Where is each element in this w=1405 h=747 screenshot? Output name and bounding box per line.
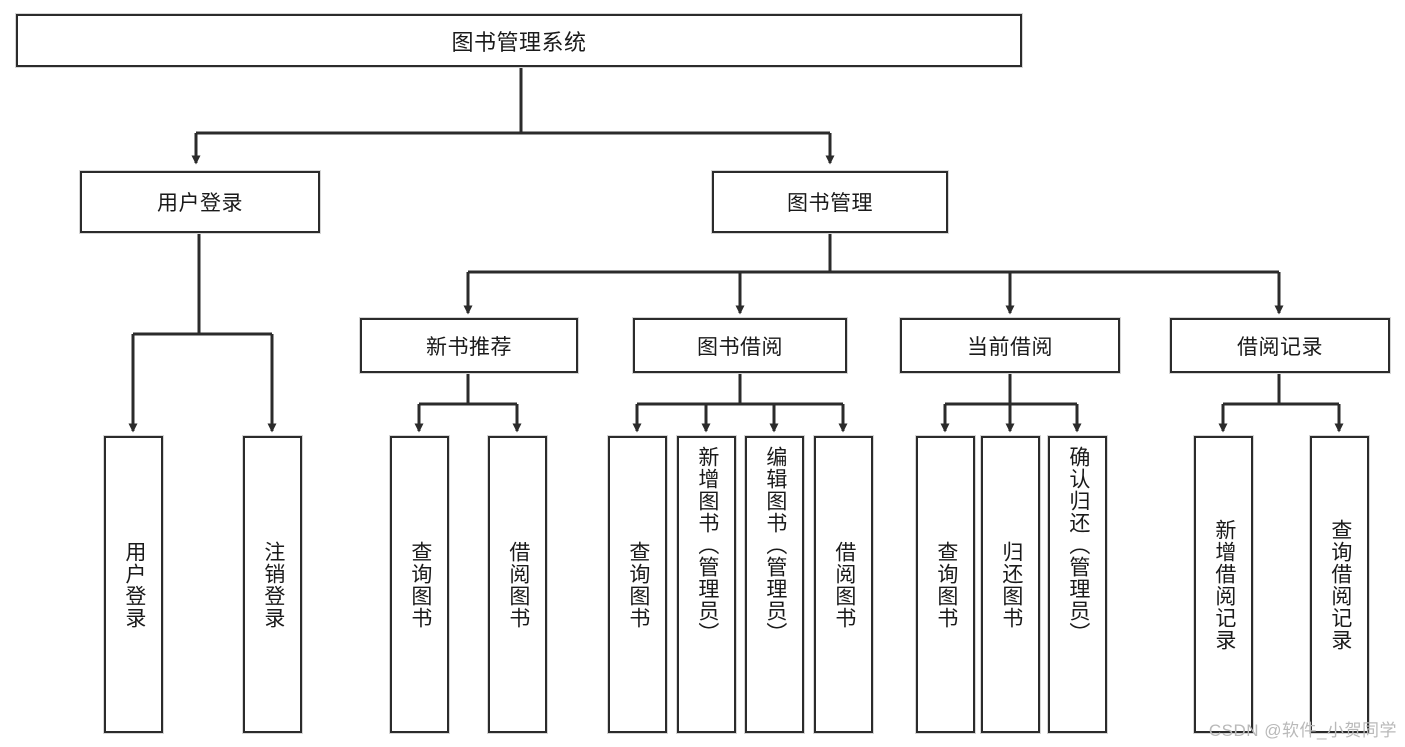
leaf-borrow-query-book[interactable]: 查询图书 [608,436,667,733]
leaf-borrow-edit-book-admin[interactable]: 编辑图书（管理员） [745,436,804,733]
leaf-label: 用户登录 [122,540,146,629]
leaf-record-query[interactable]: 查询借阅记录 [1310,436,1369,733]
node-borrow-record[interactable]: 借阅记录 [1170,318,1390,373]
node-user-login[interactable]: 用户登录 [80,171,320,233]
leaf-label: 查询图书 [934,540,958,629]
node-root-label: 图书管理系统 [451,29,587,55]
leaf-new-book-query[interactable]: 查询图书 [390,436,449,733]
node-current-borrow[interactable]: 当前借阅 [900,318,1120,373]
leaf-new-book-borrow[interactable]: 借阅图书 [488,436,547,733]
node-book-management[interactable]: 图书管理 [712,171,948,233]
leaf-record-add[interactable]: 新增借阅记录 [1194,436,1253,733]
watermark: CSDN @软件_小贺同学 [1208,721,1397,740]
leaf-current-confirm-return-admin[interactable]: 确认归还（管理员） [1048,436,1107,733]
leaf-label: 查询图书 [408,540,432,629]
leaf-borrow-borrow-book[interactable]: 借阅图书 [814,436,873,733]
leaf-borrow-add-book-admin[interactable]: 新增图书（管理员） [677,436,736,733]
leaf-user-login-signout[interactable]: 注销登录 [243,436,302,733]
leaf-label: 借阅图书 [506,540,530,629]
node-new-book-recommend-label: 新书推荐 [426,335,512,359]
node-book-management-label: 图书管理 [787,192,873,215]
node-current-borrow-label: 当前借阅 [967,335,1053,359]
leaf-label: 归还图书 [999,540,1023,629]
leaf-label: 确认归还（管理员） [1066,446,1090,644]
leaf-label: 编辑图书（管理员） [763,446,787,644]
node-user-login-label: 用户登录 [157,192,243,215]
leaf-label: 注销登录 [261,540,285,629]
leaf-label: 查询借阅记录 [1328,518,1352,651]
leaf-label: 新增图书（管理员） [695,446,719,644]
leaf-user-login-signin[interactable]: 用户登录 [104,436,163,733]
node-borrow-record-label: 借阅记录 [1237,335,1323,359]
leaf-label: 借阅图书 [832,540,856,629]
leaf-current-query-book[interactable]: 查询图书 [916,436,975,733]
node-root-system[interactable]: 图书管理系统 [16,14,1022,67]
leaf-label: 新增借阅记录 [1212,518,1236,651]
node-book-borrow-label: 图书借阅 [697,335,783,359]
node-new-book-recommend[interactable]: 新书推荐 [360,318,578,373]
leaf-current-return-book[interactable]: 归还图书 [981,436,1040,733]
leaf-label: 查询图书 [626,540,650,629]
node-book-borrow[interactable]: 图书借阅 [633,318,847,373]
